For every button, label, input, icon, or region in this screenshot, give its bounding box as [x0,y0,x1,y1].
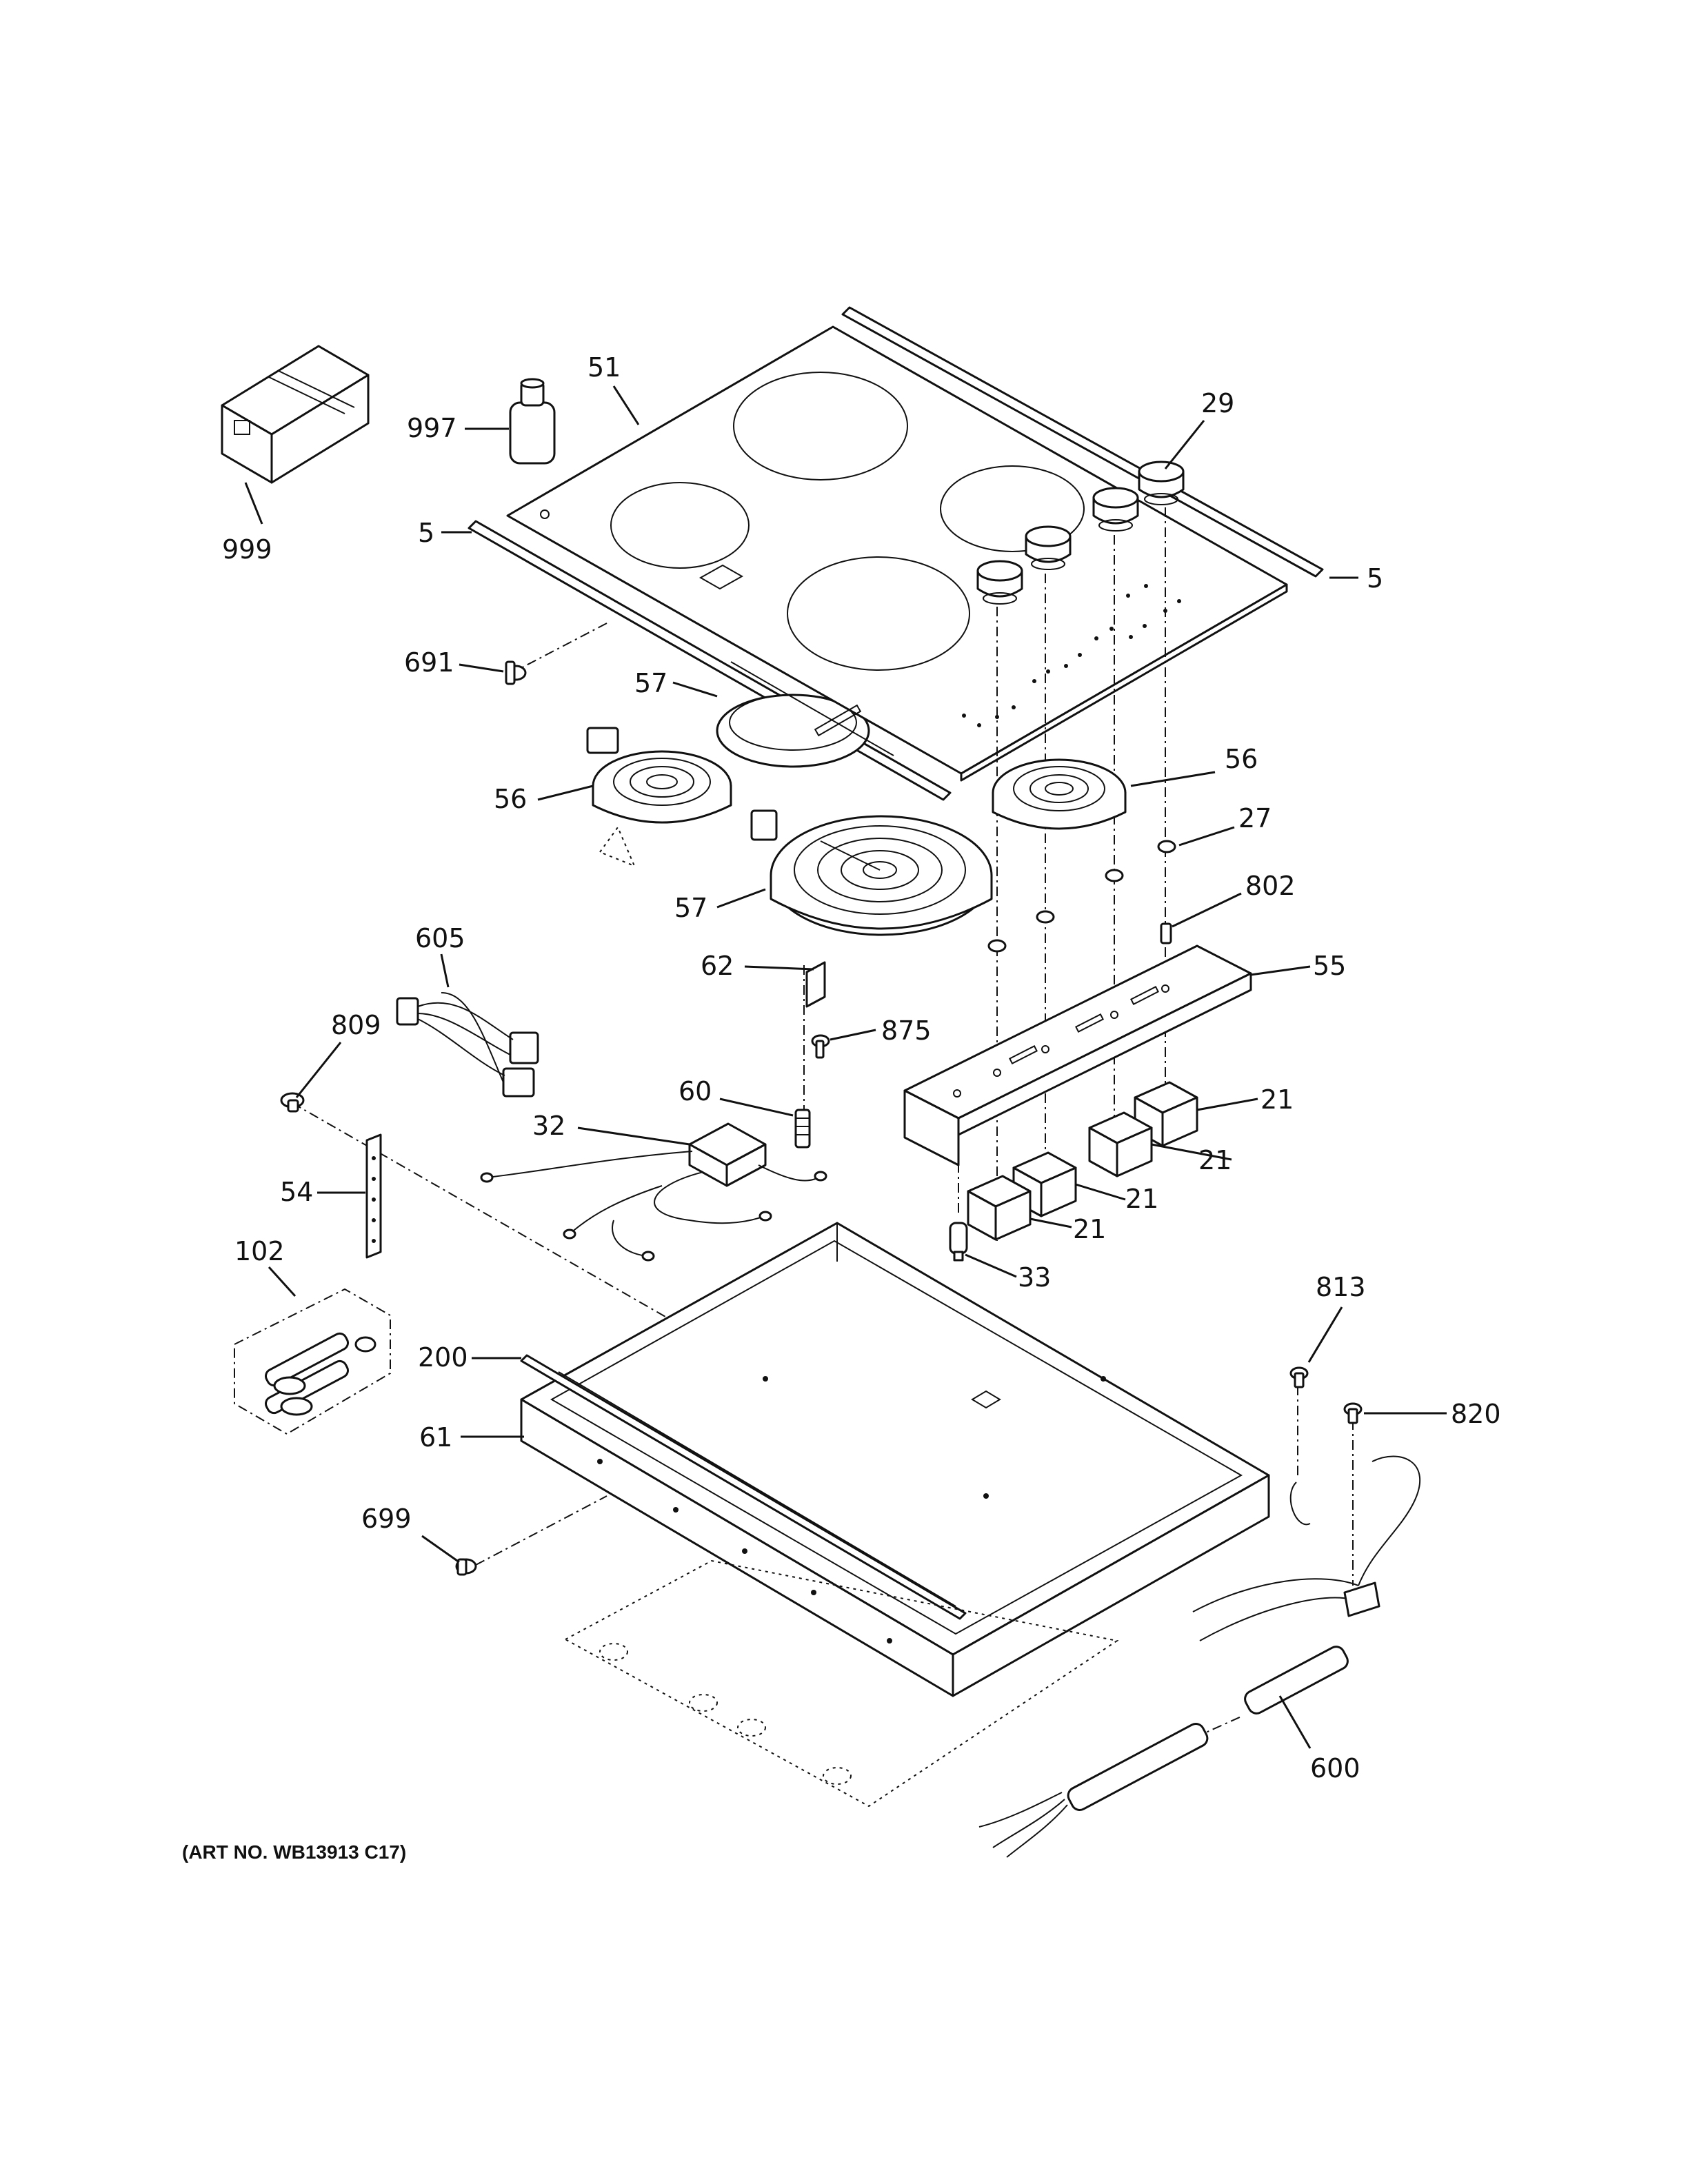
callout-54: 54 [280,1177,313,1207]
callout-21-b: 21 [1198,1145,1232,1175]
callout-56-left: 56 [494,784,527,814]
part-cleaner-bottle [509,378,556,465]
callout-102: 102 [234,1236,285,1266]
part-wire-harness [396,992,539,1098]
part-bracket-62 [805,961,826,1008]
callout-699: 699 [361,1504,412,1534]
callout-21-d: 21 [1073,1214,1106,1244]
part-screw-691 [505,660,527,685]
part-glass-cooktop [506,325,1288,782]
part-screw-809 [280,1092,305,1113]
part-screw-813 [1289,1366,1309,1388]
part-kit-102 [234,1288,391,1435]
callout-55: 55 [1313,951,1346,981]
art-number: (ART NO. WB13913 C17) [182,1841,406,1863]
callout-875: 875 [881,1015,932,1046]
callout-27: 27 [1238,803,1272,833]
part-knob-3 [1092,487,1139,532]
part-knob-2 [1025,525,1072,570]
part-large-burner-lower [750,809,993,936]
callout-809: 809 [331,1010,381,1040]
callout-802: 802 [1245,871,1296,901]
callout-57-upper: 57 [634,668,667,698]
callout-60: 60 [679,1076,712,1106]
part-trim-strip-200 [520,1354,967,1620]
callout-691: 691 [404,647,454,678]
part-spring-60 [794,1109,811,1149]
callout-820: 820 [1451,1399,1501,1429]
callout-33: 33 [1018,1262,1051,1293]
part-switch-3 [1012,1151,1077,1217]
callout-21-a: 21 [1260,1084,1294,1115]
callout-600: 600 [1310,1753,1360,1783]
part-small-burner-left [586,727,732,867]
part-insulation-sheet [563,1559,1119,1808]
part-screw-875 [811,1034,830,1059]
callout-51: 51 [587,352,621,383]
part-conduit-cable [978,1455,1421,1858]
callout-57-lower: 57 [674,893,707,923]
callout-29: 29 [1201,388,1234,418]
callout-62: 62 [701,951,734,981]
part-strip-54 [365,1133,382,1259]
callout-61: 61 [419,1422,452,1453]
callout-200: 200 [418,1342,468,1373]
part-pin-802 [1160,922,1172,944]
callout-605: 605 [415,923,465,953]
part-terminal-block [480,1122,827,1262]
callout-21-c: 21 [1125,1184,1158,1214]
callout-5-right: 5 [1367,563,1383,594]
callout-5-left: 5 [418,518,434,548]
part-large-burner-upper [716,694,870,768]
part-screw-820 [1343,1402,1363,1424]
part-screw-699 [455,1558,477,1576]
callout-56-right: 56 [1225,744,1258,774]
part-box [221,345,370,484]
leader-lines [244,385,1447,1749]
callout-32: 32 [532,1111,565,1141]
part-control-bracket [903,944,1252,1166]
callout-997: 997 [407,413,457,443]
part-knob-4 [1138,461,1185,505]
callout-labels: 999 997 51 29 5 5 691 57 56 56 27 57 802… [222,352,1501,1783]
part-switch-2 [1088,1111,1153,1177]
callout-813: 813 [1316,1272,1366,1302]
part-grommets [987,840,1176,953]
part-pan-housing [520,1222,1270,1697]
part-indicator-light [949,1222,968,1262]
callout-999: 999 [222,534,272,565]
part-knob-1 [976,560,1023,605]
part-switch-4 [967,1175,1032,1241]
part-small-burner-right [992,758,1127,830]
